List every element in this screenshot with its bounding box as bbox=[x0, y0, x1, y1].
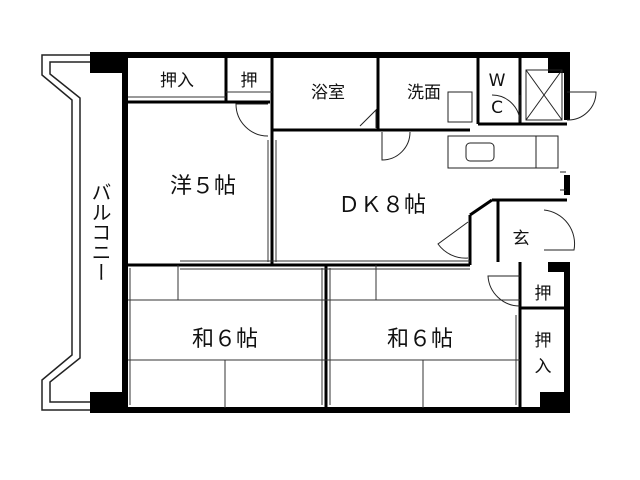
fixtures bbox=[447, 69, 566, 191]
door-arc-closet bbox=[235, 103, 269, 137]
door-arc-wash bbox=[381, 131, 411, 161]
kitchen-counter bbox=[447, 135, 559, 169]
japanese-room-right-label: 和６帖 bbox=[387, 327, 453, 352]
door-arc-entrance bbox=[543, 209, 576, 251]
bath-label: 浴室 bbox=[311, 83, 345, 103]
storage-label-oshiire-top: 押入 bbox=[160, 71, 194, 91]
western-room-label: 洋５帖 bbox=[170, 174, 236, 199]
light-lines bbox=[128, 91, 520, 408]
door-arc-bath bbox=[359, 108, 377, 128]
doors bbox=[235, 91, 597, 307]
door-arc-shaft bbox=[566, 91, 597, 121]
door-arc-wc bbox=[491, 94, 521, 123]
door-arc-dk bbox=[437, 221, 469, 259]
corner-columns bbox=[90, 55, 570, 410]
washroom-vanity bbox=[447, 91, 473, 123]
kitchen-sink bbox=[465, 142, 495, 162]
storage-label-oshi-top: 押 bbox=[241, 71, 258, 91]
dk-label: ＤＫ８帖 bbox=[338, 193, 426, 218]
entrance-label: 玄 bbox=[513, 229, 530, 249]
outer-walls bbox=[90, 52, 570, 413]
balcony bbox=[41, 54, 90, 411]
storage-label-oshiire-right-2: 入 bbox=[535, 357, 552, 377]
balcony-label: バルコニー bbox=[88, 182, 112, 282]
wc-label-line2: C bbox=[491, 98, 503, 118]
interior-walls bbox=[128, 58, 567, 408]
pipe-shaft bbox=[525, 69, 563, 121]
storage-label-oshi-right: 押 bbox=[535, 284, 552, 304]
door-arc-storage bbox=[487, 275, 521, 307]
washroom-label: 洗面 bbox=[407, 83, 441, 103]
storage-label-oshiire-right-1: 押 bbox=[535, 331, 552, 351]
japanese-room-left-label: 和６帖 bbox=[192, 327, 258, 352]
wc-label-line1: W bbox=[489, 71, 506, 91]
